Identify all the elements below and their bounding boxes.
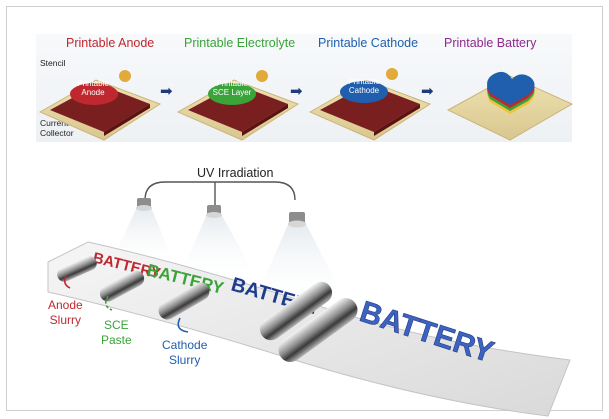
uv-beam <box>180 212 255 275</box>
arrow-icon: ➡ <box>421 83 434 100</box>
cathode-slurry-arrow <box>177 317 189 333</box>
anode-slurry-line1: Anode <box>48 298 83 312</box>
print-head-icon <box>119 70 131 82</box>
uv-lamp-icon <box>206 205 222 218</box>
step-title-electrolyte: Printable Electrolyte <box>184 36 296 50</box>
step-title-cathode: Printable Cathode <box>318 36 419 50</box>
arrow-icon: ➡ <box>160 83 173 100</box>
step-title-anode: Printable Anode <box>66 36 155 50</box>
uv-connector <box>144 181 296 201</box>
electrolyte-tag: Printable <box>216 79 248 88</box>
uv-lamp-icon <box>136 198 152 211</box>
cathode-slurry-label: Cathode Slurry <box>162 338 207 368</box>
electrolyte-tag: SCE Layer <box>213 88 252 97</box>
sce-paste-line2: Paste <box>101 333 132 347</box>
roller-icon <box>278 298 358 362</box>
print-head-icon <box>386 68 398 80</box>
collector-annotation-line2: Collector <box>40 128 74 138</box>
battery-tray-illustration <box>446 71 574 141</box>
cathode-tag: Printable <box>348 77 380 86</box>
uv-lamp-icon <box>288 212 306 228</box>
electrolyte-tray-illustration <box>176 79 300 141</box>
cathode-slurry-line1: Cathode <box>162 338 208 352</box>
uv-irradiation-label: UV Irradiation <box>197 166 274 180</box>
step-title-battery: Printable Battery <box>444 36 537 50</box>
roller-icon <box>99 270 145 302</box>
roller-icon <box>158 282 210 320</box>
uv-beam <box>255 220 345 300</box>
stencil-annotation: Stencil <box>40 58 66 68</box>
sce-paste-line1: SCE <box>104 318 129 332</box>
collector-annotation-line1: Current <box>40 118 69 128</box>
sce-paste-arrow <box>104 295 113 311</box>
cathode-slurry-line2: Slurry <box>169 353 201 367</box>
uv-beam <box>110 205 175 265</box>
cathode-tray-illustration <box>308 79 432 141</box>
anode-slurry-label: Anode Slurry <box>48 298 83 328</box>
print-head-icon <box>256 70 268 82</box>
roller-icon <box>57 256 97 282</box>
arrow-icon: ➡ <box>290 83 303 100</box>
anode-tag: Printable <box>77 79 109 88</box>
anode-slurry-arrow <box>63 275 71 289</box>
anode-tray-illustration <box>38 79 162 141</box>
roller-icon <box>259 281 333 341</box>
anode-slurry-line2: Slurry <box>49 313 82 327</box>
sce-paste-label: SCE Paste <box>101 318 132 348</box>
cathode-tag: Cathode <box>349 86 380 95</box>
anode-tag: Anode <box>81 88 105 97</box>
